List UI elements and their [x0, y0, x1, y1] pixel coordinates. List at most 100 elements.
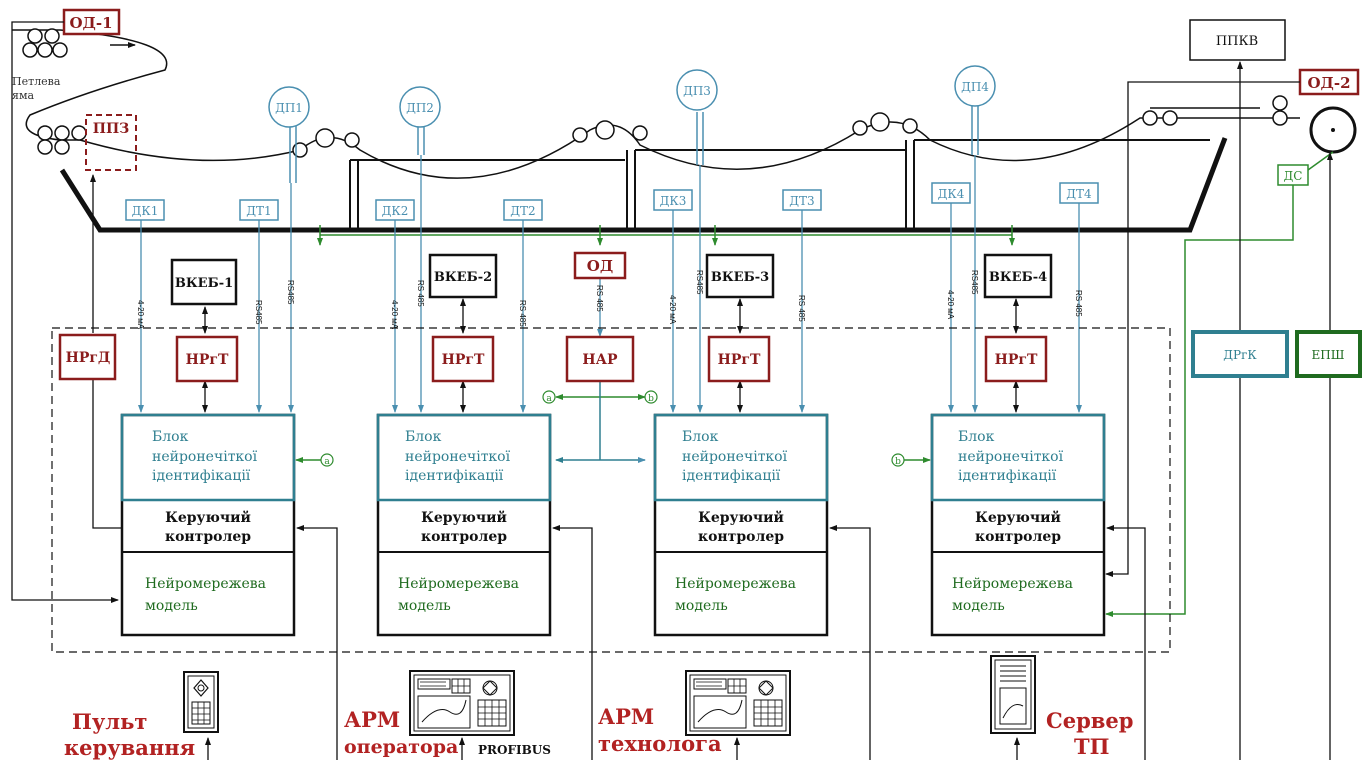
conn-b-block4: b [895, 457, 901, 467]
fuzzy-title-4: Блок [958, 429, 995, 445]
vkeb-4: ВКЕБ-4 [989, 270, 1047, 285]
conn-a-left: a [546, 394, 552, 404]
dk-dt-boxes [125, 182, 1099, 221]
fuzzy-title-2b: нейронечіткої [405, 449, 511, 465]
controller-3: Керуючий [698, 509, 784, 526]
vkeb-3: ВКЕБ-3 [711, 270, 769, 285]
fuzzy-title-3b: нейронечіткої [682, 449, 788, 465]
arm-operator-label: АРМ [344, 707, 400, 732]
arm-operator-label-2: оператора [344, 736, 458, 758]
arm-tech-label: АРМ [598, 704, 654, 729]
green-bus [295, 151, 1334, 617]
dp2-label: ДП2 [406, 101, 434, 115]
controller-3b: контролер [698, 529, 784, 545]
controller-2b: контролер [421, 529, 507, 545]
dk1-label: ДК1 [132, 204, 159, 218]
nrgt-4: НРгТ [995, 352, 1038, 368]
nn-model-2: Нейромережева [398, 576, 519, 592]
console-label-2: керування [64, 735, 195, 760]
nrgt-3: НРгТ [718, 352, 761, 368]
ppkv-label: ППКВ [1216, 34, 1258, 49]
dt3-label: ДТ3 [789, 194, 814, 208]
technologist-workstation-icon [685, 670, 791, 736]
nn-model-2b: модель [398, 598, 451, 614]
bath-tank [59, 137, 1228, 233]
controller-1: Керуючий [165, 509, 251, 526]
epsh-label: ЕПШ [1312, 348, 1345, 362]
server-label: Сервер [1046, 708, 1133, 733]
nn-model-3b: модель [675, 598, 728, 614]
control-cabinet [51, 327, 1171, 653]
nn-model-4: Нейромережева [952, 576, 1073, 592]
fuzzy-title-4c: ідентифікації [958, 468, 1057, 484]
drgk-label: ДРгК [1223, 348, 1257, 362]
controller-2: Керуючий [421, 509, 507, 526]
signal-rs485-4: RS 485 [1074, 290, 1083, 317]
ds-label: ДС [1284, 169, 1303, 183]
vkeb-1: ВКЕБ-1 [175, 276, 233, 291]
dk3-label: ДК3 [660, 194, 687, 208]
signal-rs485-dp3: RS485 [695, 270, 704, 295]
vkeb-2: ВКЕБ-2 [434, 270, 492, 285]
dk2-label: ДК2 [382, 204, 409, 218]
profibus-label: PROFIBUS [478, 743, 551, 757]
conn-b-right: b [648, 394, 654, 404]
controller-1b: контролер [165, 529, 251, 545]
reel [1309, 106, 1357, 154]
dp1-label: ДП1 [275, 101, 303, 115]
dt2-label: ДТ2 [510, 204, 535, 218]
operator-workstation-icon [409, 670, 515, 736]
fuzzy-title-2c: ідентифікації [405, 468, 504, 484]
server-icon [990, 655, 1036, 734]
fuzzy-title-1: Блок [152, 429, 189, 445]
dt4-label: ДТ4 [1066, 187, 1092, 201]
nn-model-1b: модель [145, 598, 198, 614]
arm-tech-label-2: технолога [598, 731, 722, 756]
control-console-icon [183, 671, 219, 733]
dt1-label: ДТ1 [246, 204, 271, 218]
signal-rs485-2: RS 485 [518, 300, 527, 327]
od-label: ОД [587, 257, 613, 275]
nar-label: НАР [582, 352, 618, 368]
nrgd-label: НРгД [66, 350, 111, 366]
ppz-box [85, 114, 137, 171]
nn-model-3: Нейромережева [675, 576, 796, 592]
fuzzy-title-3c: ідентифікації [682, 468, 781, 484]
fuzzy-title-2: Блок [405, 429, 442, 445]
od1-label: ОД-1 [69, 14, 112, 32]
dp4-label: ДП4 [961, 80, 989, 94]
nrgt-1: НРгТ [186, 352, 229, 368]
od2-label: ОД-2 [1307, 74, 1350, 92]
loop-pit-label: Петлева [12, 75, 61, 88]
controller-4: Керуючий [975, 509, 1061, 526]
ppz-label: ППЗ [93, 121, 130, 137]
sensor-lines [138, 155, 1082, 413]
signal-rs485-dp1: RS485 [286, 280, 295, 305]
signal-ma-1: 4-20 мА [136, 300, 145, 330]
signal-rs485-od: RS 485 [595, 285, 604, 312]
strip-path [12, 29, 1300, 179]
control-blocks [120, 413, 1106, 637]
black-wiring [11, 21, 1333, 760]
conn-a-block1: a [324, 457, 330, 467]
dp3-label: ДП3 [683, 84, 711, 98]
fuzzy-title-3: Блок [682, 429, 719, 445]
nn-model-4b: модель [952, 598, 1005, 614]
dk4-label: ДК4 [938, 187, 965, 201]
signal-rs485-dp4: RS485 [970, 270, 979, 295]
nrgt-2: НРгТ [442, 352, 485, 368]
controller-4b: контролер [975, 529, 1061, 545]
signal-ma-2: 4-20 мА [390, 300, 399, 330]
signal-ma-4: 4-20 мА [946, 290, 955, 320]
nn-model-1: Нейромережева [145, 576, 266, 592]
dp-sensors [268, 65, 996, 183]
loop-pit-label-2: яма [12, 89, 34, 102]
signal-ma-3: 4-20 мА [668, 295, 677, 325]
signal-rs485-dp2: RS 485 [416, 280, 425, 307]
signal-rs485-1: RS485 [254, 300, 263, 325]
server-label-2: ТП [1074, 734, 1109, 759]
fuzzy-title-1b: нейронечіткої [152, 449, 258, 465]
console-label: Пульт [72, 709, 147, 734]
signal-rs485-3: RS 485 [797, 295, 806, 322]
